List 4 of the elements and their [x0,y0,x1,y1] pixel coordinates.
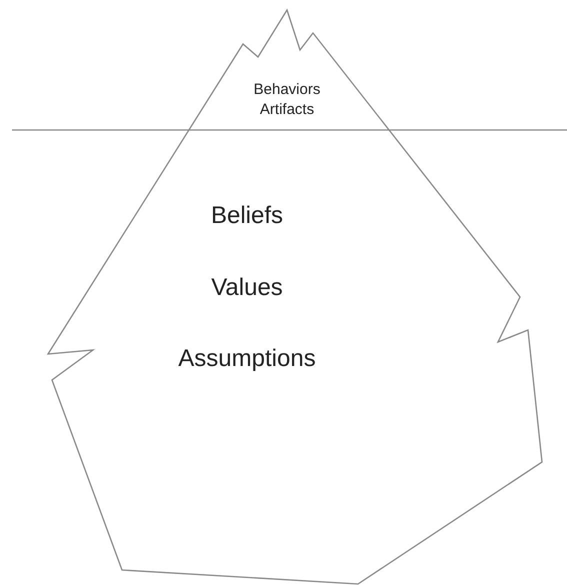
iceberg-label: Behaviors Artifacts [252,80,322,119]
iceberg-label: Assumptions [177,344,317,374]
iceberg-label: Values [210,273,284,303]
iceberg-label: Beliefs [210,201,284,231]
